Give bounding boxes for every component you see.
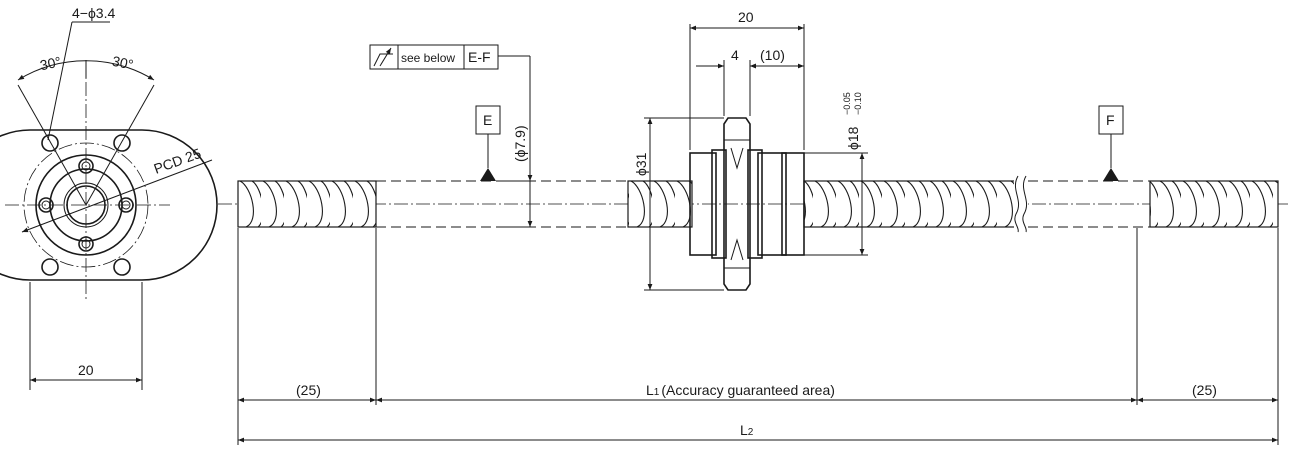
runout-datum: E-F [468, 49, 491, 65]
flange-width-label: 20 [78, 362, 94, 378]
datum-f-label: F [1106, 112, 1115, 128]
angle-left-label: 30° [38, 53, 62, 73]
lube-hole-icon [38, 158, 134, 252]
nut-length-label: 20 [738, 9, 754, 25]
thread-mid-left [627, 180, 693, 228]
end-left-label: (25) [296, 382, 321, 398]
nut-tol-upper: −0.05 [842, 92, 852, 115]
side-view [218, 24, 1290, 445]
circular-runout-icon [373, 47, 393, 67]
break-icon [1014, 175, 1028, 233]
l1-label: L1(Accuracy guaranteed area) [646, 382, 835, 398]
holes-label: 4−ϕ3.4 [72, 5, 115, 21]
angle-right-label: 30° [111, 53, 135, 73]
l2-label: L2 [740, 422, 754, 438]
thread-right [1149, 180, 1279, 228]
flange-thickness-label: 4 [731, 47, 739, 63]
shaft-dia-label: (ϕ7.9) [512, 125, 528, 162]
flange-offset-label: (10) [760, 47, 785, 63]
end-view [0, 21, 218, 390]
runout-text: see below [401, 51, 455, 65]
datum-e-label: E [483, 112, 492, 128]
nut-tol-lower: −0.10 [853, 92, 863, 115]
end-right-label: (25) [1192, 382, 1217, 398]
thread-mid-right [803, 180, 1019, 228]
thread-left [237, 180, 377, 228]
nut-dia-label: ϕ18 [845, 126, 861, 150]
flange-dia-label: ϕ31 [633, 152, 649, 176]
ball-nut [689, 117, 805, 291]
pcd-label: PCD 25 [152, 145, 204, 177]
